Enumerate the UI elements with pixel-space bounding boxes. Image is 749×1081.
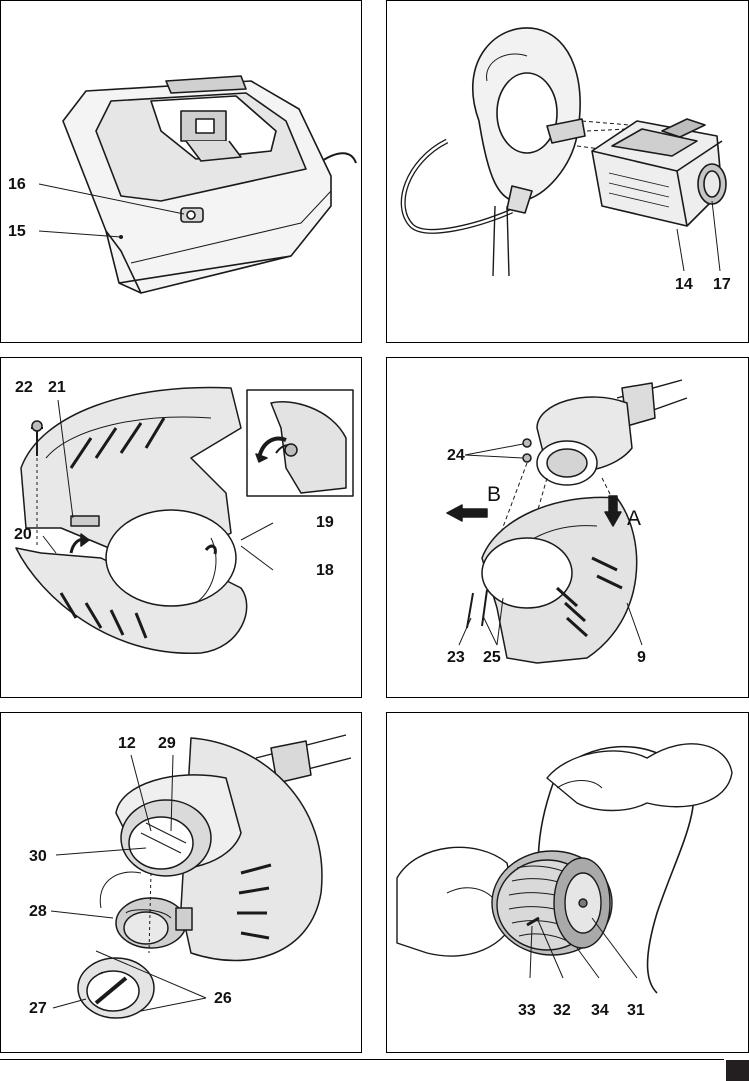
- callout-label: 25: [483, 650, 501, 666]
- figure-battery-attach: 14 17: [386, 0, 749, 343]
- callout-label: 16: [8, 177, 26, 193]
- battery-illustration: [387, 1, 748, 342]
- callout-label: 19: [316, 515, 334, 531]
- callout-label: 20: [14, 527, 32, 543]
- guard-illustration: [1, 358, 361, 697]
- callout-label: 29: [158, 736, 176, 752]
- callout-label: 23: [447, 650, 465, 666]
- figure-charger: 16 15: [0, 0, 362, 343]
- callout-label: 9: [637, 650, 646, 666]
- callout-label: 18: [316, 563, 334, 579]
- callout-label: 12: [118, 736, 136, 752]
- callout-label: 30: [29, 849, 47, 865]
- callout-label: 34: [591, 1003, 609, 1019]
- guard-fitting-illustration: [387, 358, 748, 697]
- figure-guard-fitting: 24 B A 23 25 9: [386, 357, 749, 698]
- page-tab: [726, 1060, 749, 1081]
- callout-label: 14: [675, 277, 693, 293]
- callout-label: 28: [29, 904, 47, 920]
- figure-spool-cover: 12 29 30 28 27 26: [0, 712, 362, 1053]
- footer-rule: [0, 1059, 724, 1060]
- figure-spool-winding: 33 32 34 31: [386, 712, 749, 1053]
- charger-illustration: [1, 1, 361, 342]
- callout-label: 33: [518, 1003, 536, 1019]
- callout-label: 17: [713, 277, 731, 293]
- callout-label: 31: [627, 1003, 645, 1019]
- figure-guard-assembly: 22 21 20 19 18: [0, 357, 362, 698]
- callout-label: 24: [447, 448, 465, 464]
- callout-label: 27: [29, 1001, 47, 1017]
- callout-label: 26: [214, 991, 232, 1007]
- direction-label: B: [487, 484, 501, 505]
- callout-label: 15: [8, 224, 26, 240]
- callout-label: 21: [48, 380, 66, 396]
- callout-label: 32: [553, 1003, 571, 1019]
- spool-cover-illustration: [1, 713, 361, 1052]
- callout-label: 22: [15, 380, 33, 396]
- direction-label: A: [627, 508, 641, 529]
